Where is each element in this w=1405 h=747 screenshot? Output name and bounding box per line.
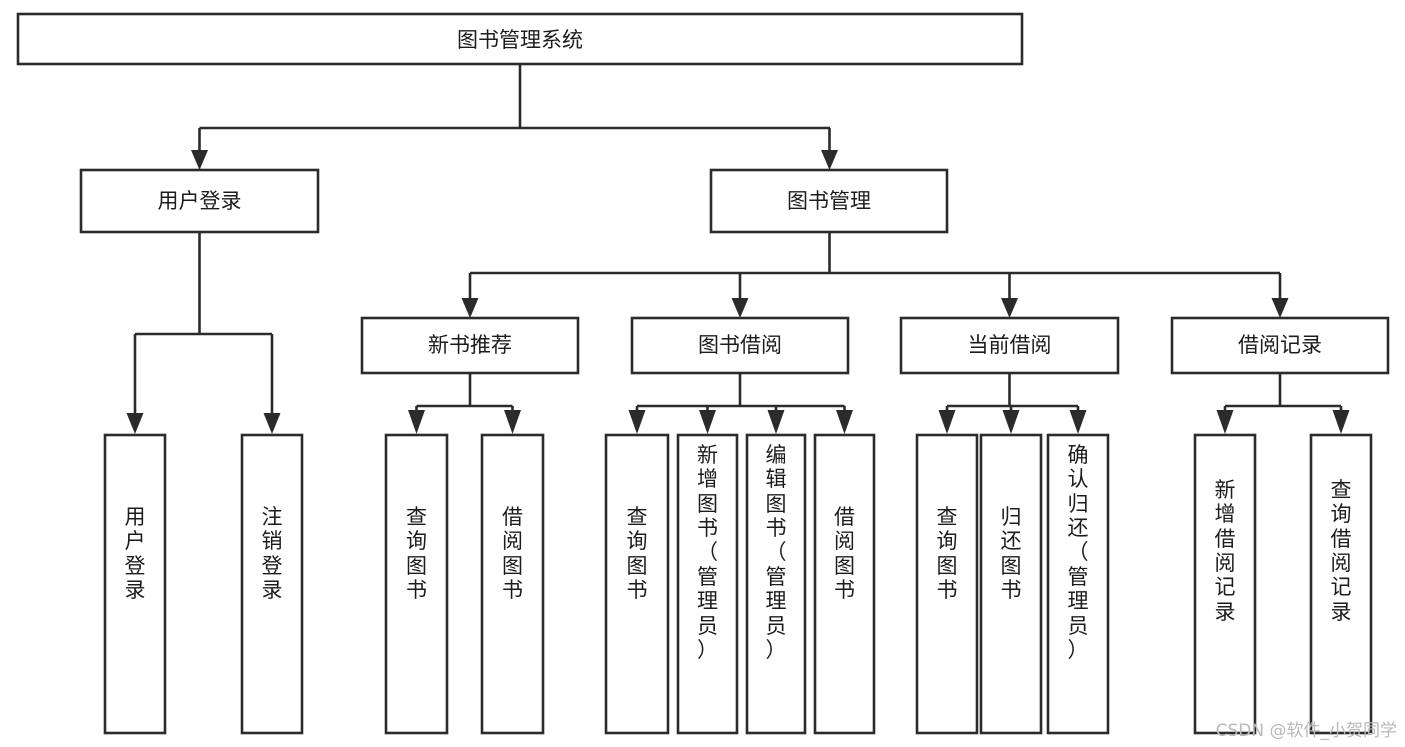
leaf-box-logout-login[interactable] — [240, 433, 304, 735]
arrow-head-borrow-lend — [836, 410, 853, 434]
node-root-label: 图书管理系统 — [457, 28, 583, 52]
node-new-books-box[interactable] — [360, 316, 580, 375]
arrow-head-records-query — [1332, 410, 1350, 434]
node-root-box[interactable] — [16, 12, 1024, 66]
leaf-box-borrow-edit-book-admin[interactable] — [745, 433, 807, 735]
leaf-box-newbooks-borrow-book[interactable] — [480, 433, 545, 735]
leaf-box-records-query-record[interactable] — [1309, 433, 1373, 735]
node-new-books-label: 新书推荐 — [428, 333, 512, 357]
leaf-box-current-confirm-return-admin[interactable] — [1046, 433, 1110, 735]
node-book-borrow-label: 图书借阅 — [698, 333, 782, 357]
arrow-head-borrow-records — [1271, 298, 1289, 318]
arrow-head-newbooks-query — [408, 410, 425, 434]
arrow-head-current-query — [938, 410, 956, 434]
arrow-head-current-confirm — [1069, 410, 1087, 434]
node-current-borrow-label: 当前借阅 — [968, 333, 1052, 357]
arrow-head-book-mgmt — [821, 150, 838, 170]
node-borrow-records-label: 借阅记录 — [1238, 333, 1322, 357]
arrow-head-borrow-add — [699, 410, 716, 434]
leaf-box-newbooks-query-book[interactable] — [384, 433, 449, 735]
arrow-head-borrow-edit — [767, 410, 785, 434]
arrow-head-leaf-logout-login — [263, 413, 281, 434]
arrow-head-records-add — [1216, 410, 1234, 434]
node-current-borrow-box[interactable] — [899, 316, 1120, 375]
node-book-mgmt-box[interactable] — [709, 168, 949, 234]
leaf-box-records-add-record[interactable] — [1193, 433, 1257, 735]
node-layer: 图书管理系统 用户登录 图书管理 新书推荐 图书借阅 当前借阅 借阅记录 — [16, 12, 1390, 735]
node-user-login-box[interactable] — [79, 168, 320, 234]
leaf-box-current-return-book[interactable] — [979, 433, 1043, 735]
leaf-box-borrow-lend-book[interactable] — [813, 433, 876, 735]
node-book-borrow-box[interactable] — [630, 316, 850, 375]
node-book-mgmt-label: 图书管理 — [787, 189, 871, 213]
arrow-head-new-books — [461, 298, 479, 318]
arrow-head-current-return — [1002, 410, 1020, 434]
arrow-head-borrow-query — [628, 410, 646, 434]
arrow-head-user-login — [191, 150, 208, 170]
leaf-box-current-query-book[interactable] — [915, 433, 979, 735]
leaf-box-borrow-add-book-admin[interactable] — [676, 433, 739, 735]
arrow-head-book-borrow — [731, 298, 749, 318]
arrow-head-newbooks-borrow — [504, 410, 521, 434]
leaf-box-borrow-query-book[interactable] — [604, 433, 670, 735]
node-borrow-records-box[interactable] — [1170, 316, 1390, 375]
connector-layer — [126, 64, 1350, 434]
leaf-box-user-login[interactable] — [103, 433, 167, 735]
node-user-login-label: 用户登录 — [158, 189, 242, 213]
arrow-head-current-borrow — [1001, 298, 1018, 318]
arrow-head-leaf-user-login — [126, 413, 144, 434]
